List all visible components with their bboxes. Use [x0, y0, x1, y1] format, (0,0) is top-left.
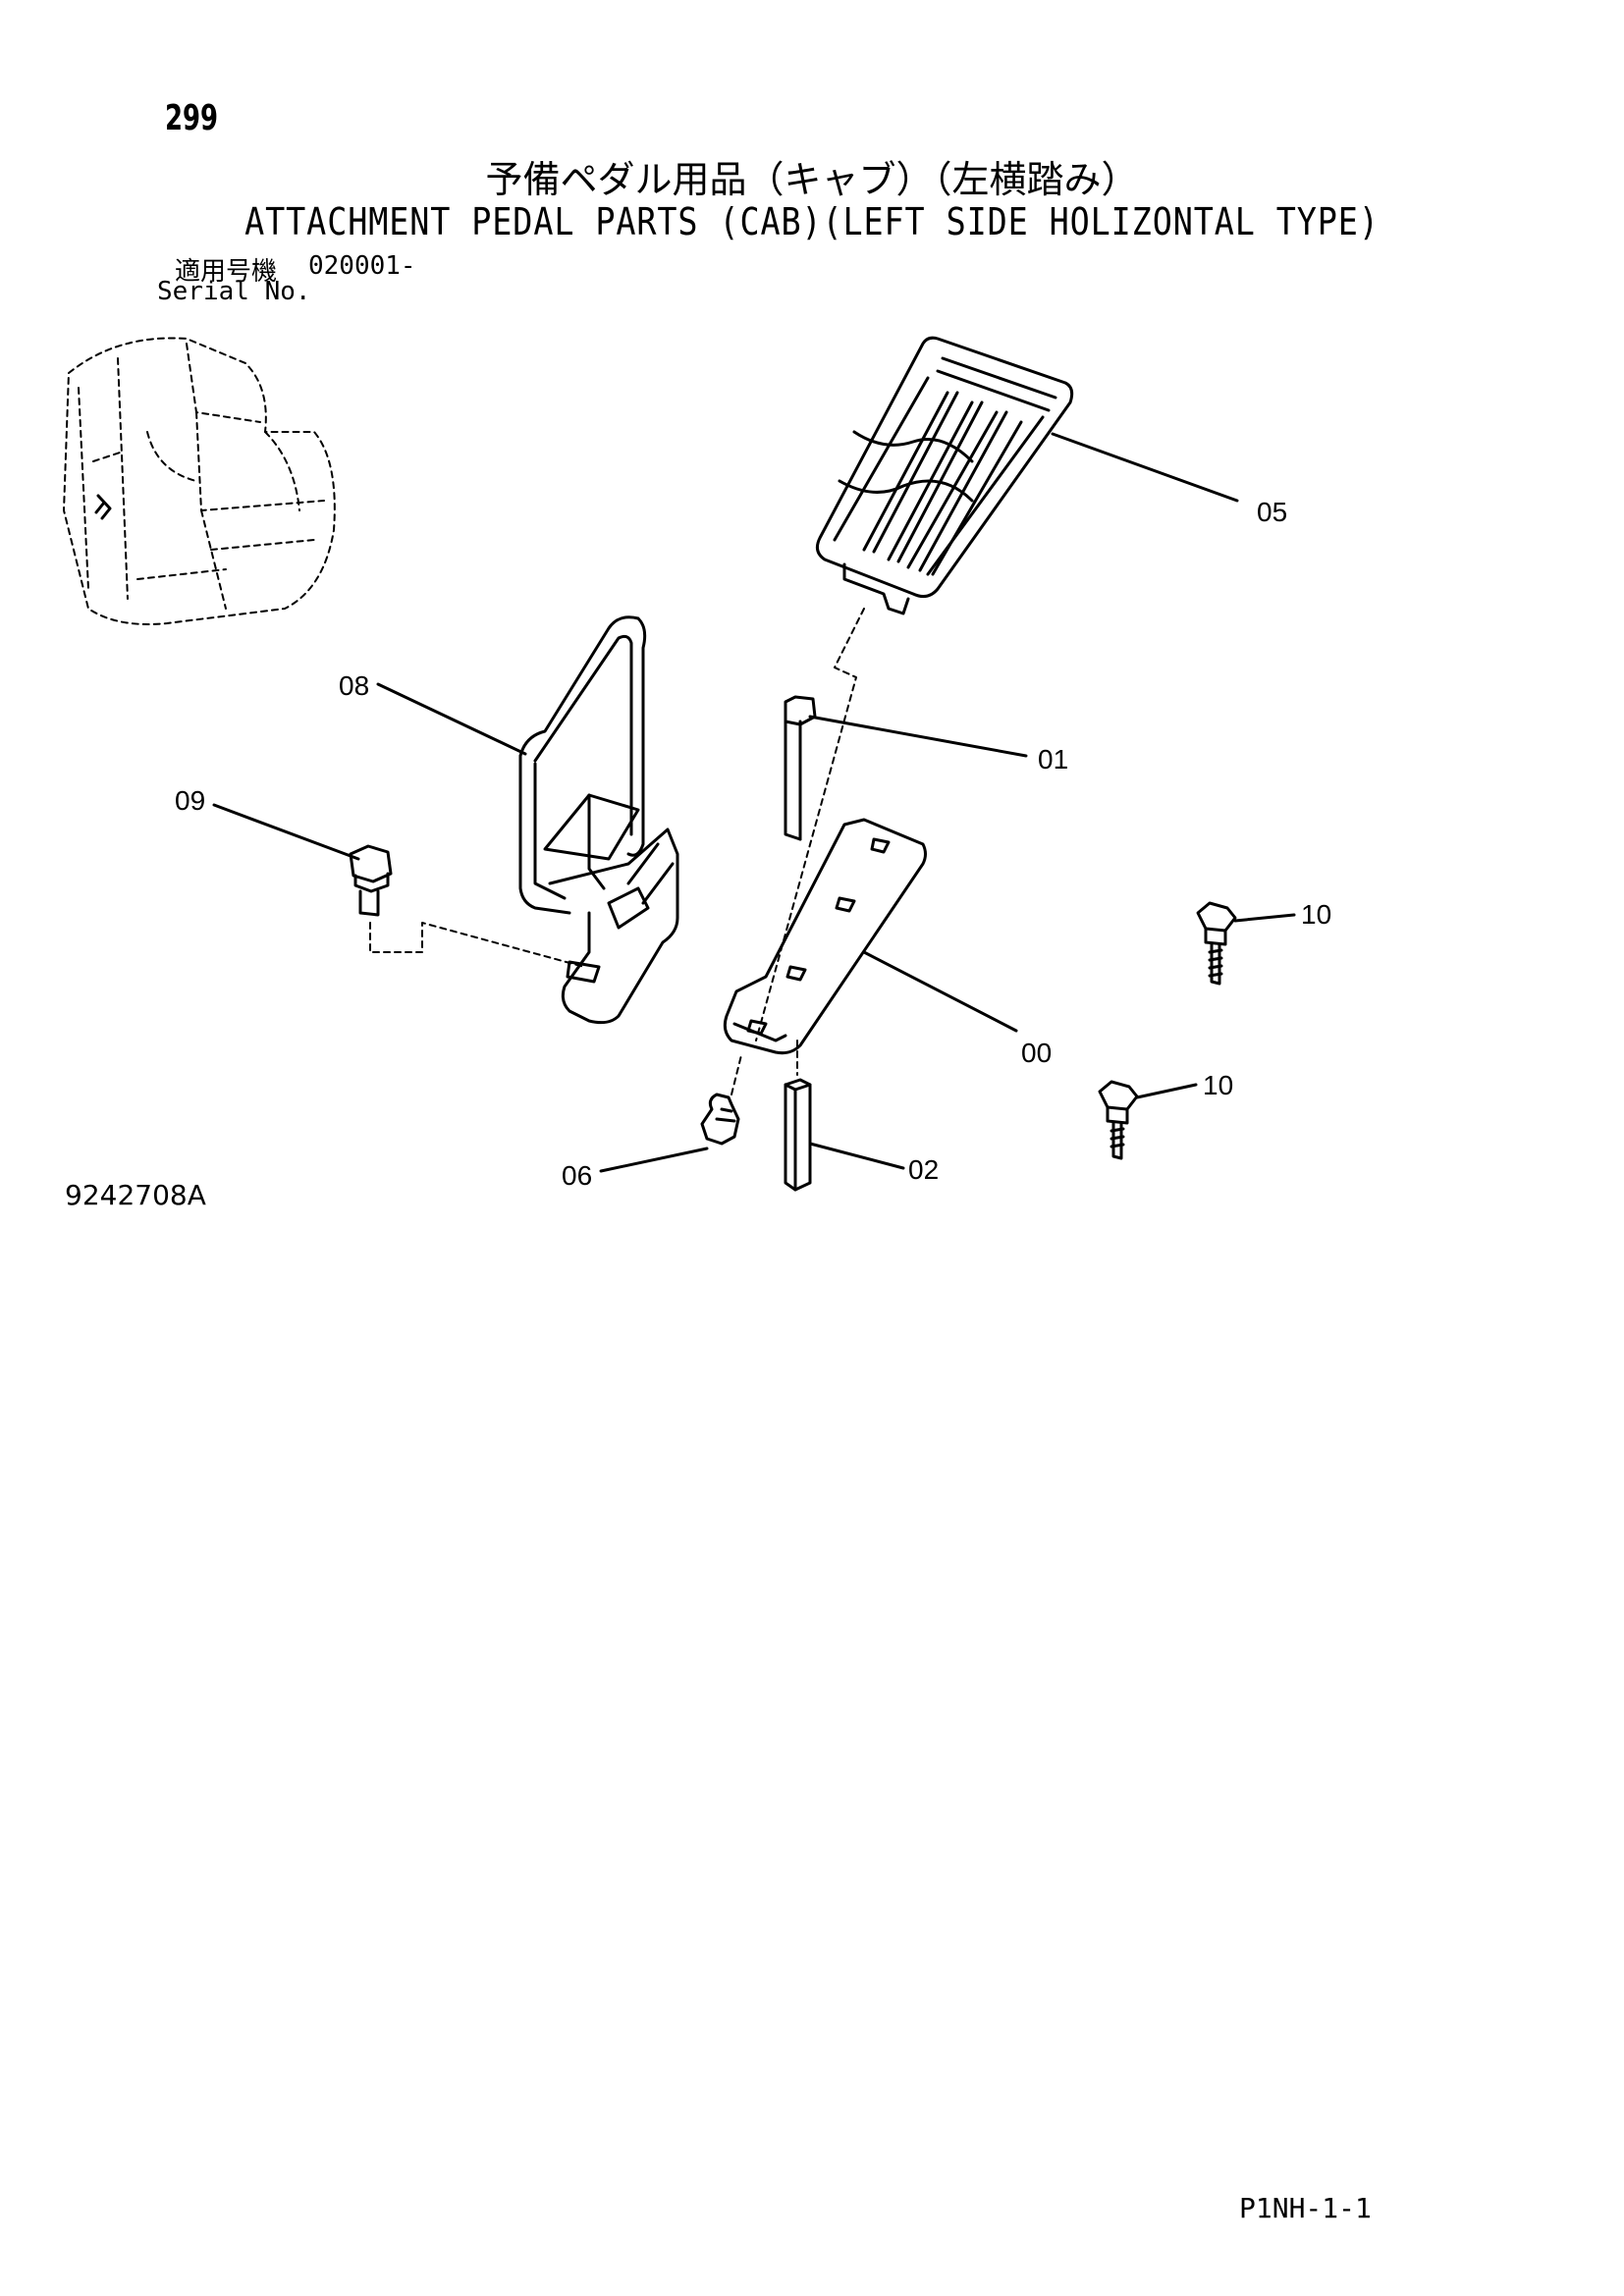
callout-01: 01 [1038, 744, 1069, 774]
leader-01 [808, 715, 1028, 758]
page-title-japanese: 予備ペダル用品（キャブ）（左横踏み） [485, 158, 1139, 201]
part-05-pedal-pad [815, 336, 1074, 615]
callout-02: 02 [908, 1154, 940, 1185]
callout-10-lower: 10 [1203, 1070, 1234, 1100]
part-00-base-plate [723, 818, 927, 1055]
callout-09: 09 [175, 785, 206, 816]
page-number: 299 [165, 98, 219, 138]
leader-10-lower [1135, 1083, 1198, 1099]
leader-08 [376, 682, 527, 756]
leader-05 [1051, 432, 1239, 503]
page-code: P1NH-1-1 [1239, 2192, 1372, 2224]
part-09-bolt [349, 844, 393, 917]
serial-number-value: 020001- [308, 251, 416, 281]
callout-08: 08 [339, 670, 370, 701]
leader-02 [808, 1142, 905, 1170]
callout-00: 00 [1021, 1038, 1053, 1068]
part-10-screw-lower [1098, 1080, 1139, 1160]
bracket-assembly [543, 793, 679, 1025]
callout-06: 06 [562, 1160, 593, 1191]
part-02-tube [784, 1078, 812, 1192]
serial-label-english: Serial No. [157, 277, 311, 306]
hidden-line-09 [369, 922, 585, 968]
cab-location-marker [94, 494, 112, 520]
callout-10-upper: 10 [1301, 899, 1332, 930]
callout-05: 05 [1257, 497, 1288, 527]
page-title-english: ATTACHMENT PEDAL PARTS (CAB)(LEFT SIDE H… [244, 200, 1380, 243]
hidden-line-05 [755, 608, 865, 1041]
leader-06 [599, 1147, 709, 1173]
cab-location-sketch [63, 337, 336, 625]
drawing-id: 9242708A [65, 1179, 206, 1211]
serial-label-japanese: 適用号機 [175, 257, 278, 287]
leader-09 [212, 803, 360, 861]
part-06-nut [700, 1093, 740, 1146]
hidden-line-06 [731, 1054, 742, 1095]
part-08-cover-frame [518, 615, 647, 915]
part-10-screw-upper [1196, 901, 1237, 986]
part-01-stem [784, 695, 817, 841]
leader-10-upper [1233, 913, 1296, 923]
leader-00 [862, 950, 1018, 1033]
